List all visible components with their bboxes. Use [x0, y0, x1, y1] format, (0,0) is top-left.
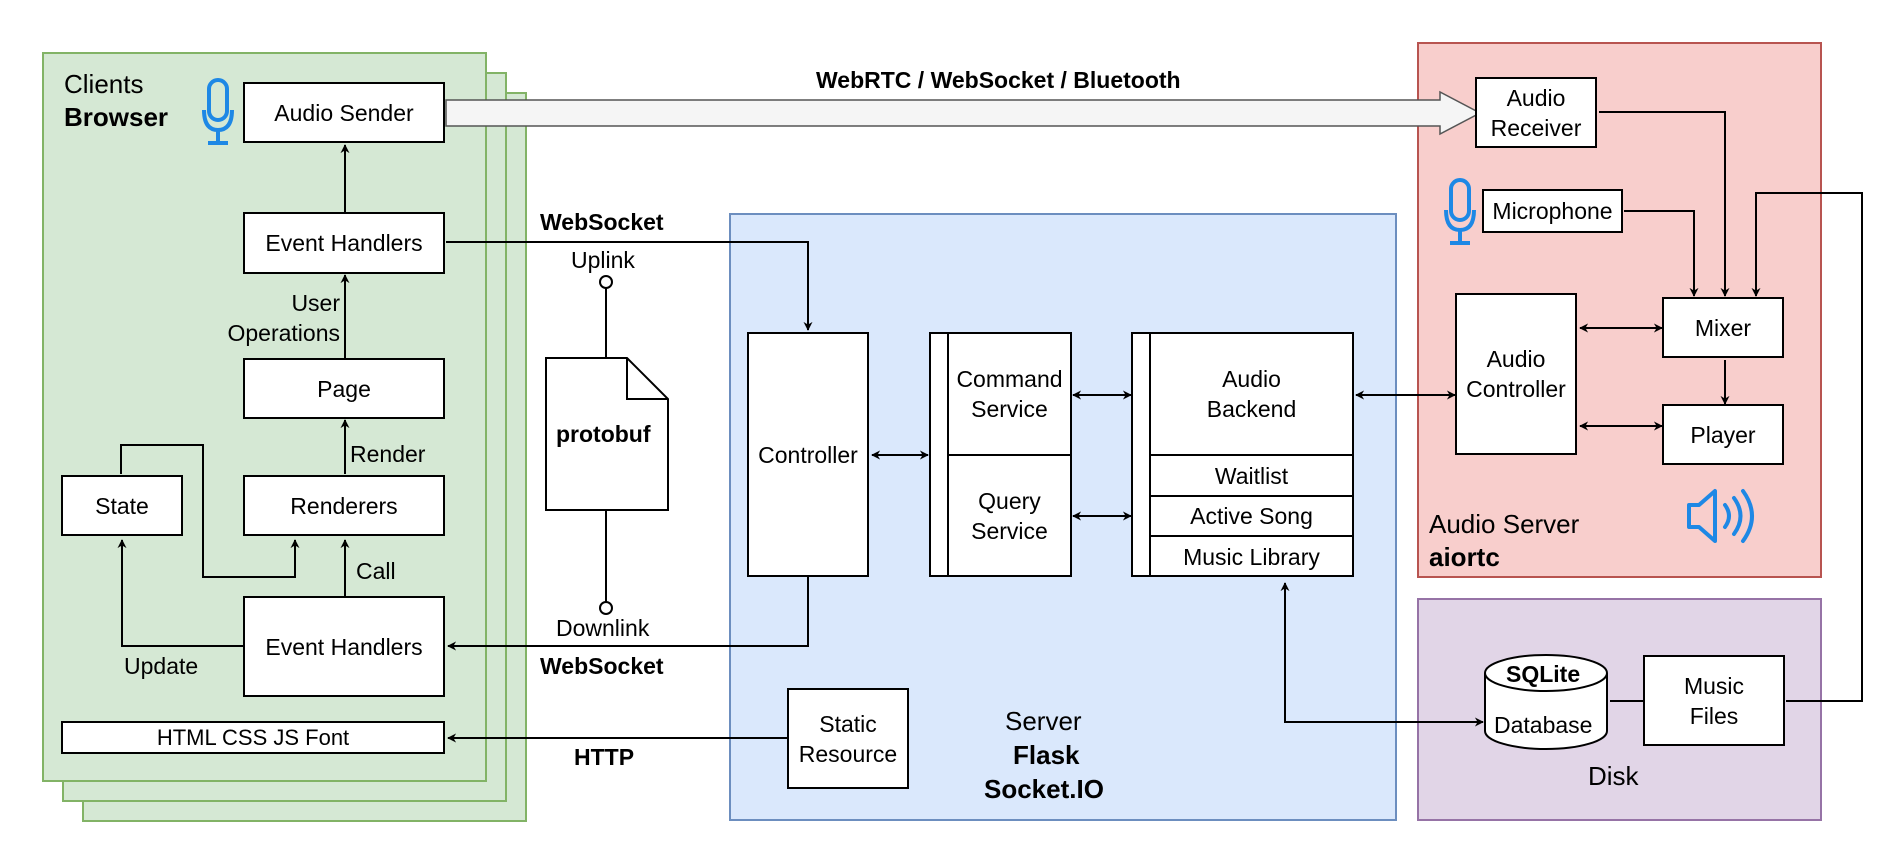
- event-handlers-top-box: Event Handlers: [243, 212, 445, 274]
- websocket-up-label: WebSocket: [540, 209, 664, 235]
- sqlite-cylinder: [1484, 654, 1608, 750]
- server-socket: Socket.IO: [984, 774, 1104, 804]
- transport-label: WebRTC / WebSocket / Bluetooth: [816, 67, 1181, 93]
- arrow-mic-mixer: [1624, 210, 1699, 297]
- server-framework: Flask: [1013, 740, 1080, 770]
- arrow-downlink: [447, 576, 809, 651]
- call-label: Call: [356, 558, 396, 584]
- command-service: Command Service: [956, 366, 1063, 422]
- update-label: Update: [124, 653, 199, 679]
- speaker-icon: [1687, 489, 1754, 543]
- audio-receiver-box: Audio Receiver: [1475, 77, 1597, 148]
- audio-sender-box: Audio Sender: [243, 82, 445, 143]
- state-box: State: [61, 475, 183, 536]
- controller-box: Controller: [747, 332, 869, 577]
- protobuf-document: [545, 357, 669, 511]
- transport-arrow: [445, 90, 1482, 136]
- event-handlers-bottom-box: Event Handlers: [243, 596, 445, 697]
- player-box: Player: [1662, 404, 1784, 465]
- disk-title: Disk: [1588, 761, 1639, 791]
- resources-box: HTML CSS JS Font: [61, 721, 445, 754]
- arrow-receiver-mixer: [1599, 111, 1730, 297]
- downlink-port: [599, 601, 613, 615]
- downlink-label: Downlink: [556, 615, 650, 641]
- music-library-cell: Music Library: [1183, 543, 1320, 570]
- active-song-cell: Active Song: [1190, 503, 1313, 529]
- server-title: Server: [1005, 706, 1082, 736]
- microphone-icon: [1444, 178, 1476, 245]
- arrow-update: [117, 539, 243, 647]
- music-files-box: Music Files: [1643, 655, 1785, 746]
- audio-backend-label: Audio Backend: [1206, 366, 1297, 422]
- sqlite-label: SQLite: [1506, 661, 1581, 687]
- audio-server-title: Audio Server: [1429, 509, 1580, 539]
- page-box: Page: [243, 358, 445, 419]
- render-label: Render: [350, 441, 426, 467]
- static-resource-box: Static Resource: [787, 688, 909, 789]
- user-operations-label: User Operations: [227, 290, 340, 346]
- audio-server-library: aiortc: [1429, 542, 1500, 572]
- uplink-label: Uplink: [571, 247, 635, 273]
- database-label: Database: [1494, 712, 1593, 738]
- arrow-library-database: [1280, 582, 1484, 727]
- clients-title: Clients: [64, 69, 144, 99]
- clients-subtitle: Browser: [64, 102, 169, 132]
- arrow-state-to-renderers: [120, 444, 300, 578]
- microphone-icon: [202, 78, 234, 145]
- http-label: HTTP: [574, 744, 635, 770]
- mixer-box: Mixer: [1662, 297, 1784, 358]
- websocket-down-label: WebSocket: [540, 653, 664, 679]
- renderers-box: Renderers: [243, 475, 445, 536]
- uplink-port: [599, 275, 613, 289]
- arrow-uplink: [446, 241, 813, 331]
- query-service: Query Service: [971, 488, 1048, 544]
- microphone-box: Microphone: [1482, 189, 1623, 233]
- protobuf-label: protobuf: [556, 421, 651, 447]
- audio-controller-box: Audio Controller: [1455, 293, 1577, 455]
- arrow-files-mixer: [1751, 192, 1863, 702]
- waitlist-cell: Waitlist: [1214, 462, 1289, 489]
